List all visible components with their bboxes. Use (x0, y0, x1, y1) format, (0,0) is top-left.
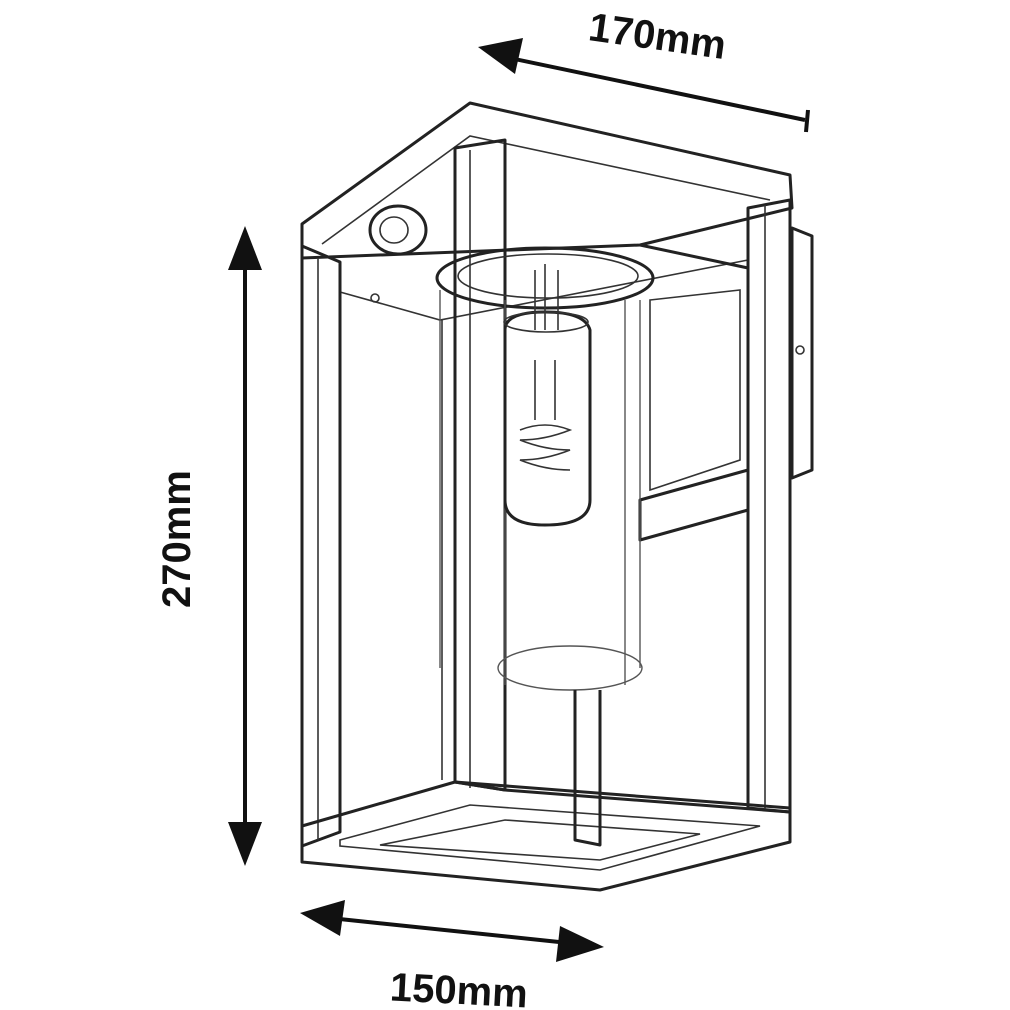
frame-post-center (453, 138, 507, 792)
glass-top-inner (457, 253, 639, 299)
bottom-frame-outer (300, 780, 792, 892)
mount-screw (795, 345, 805, 355)
height-arrow-head-bottom (228, 822, 262, 866)
width-arrow-line (329, 916, 579, 946)
width-dimension: 150mm (300, 900, 604, 1010)
bottom-frame-opening (379, 819, 701, 861)
wall-arm (638, 243, 750, 542)
bulb-shade (503, 310, 592, 527)
sensor-housing (368, 204, 428, 256)
glass-bottom-rim (497, 645, 643, 691)
width-arrow-head-left (300, 900, 345, 936)
bulb-filament (519, 360, 573, 471)
motion-sensor (368, 204, 428, 303)
depth-end-tick (804, 109, 810, 133)
sensor-screw (370, 293, 380, 303)
height-label: 270mm (155, 470, 199, 608)
bottom-frame-inner (339, 804, 761, 871)
wall-mount-plate (790, 226, 814, 480)
depth-arrow-head (478, 38, 523, 74)
width-arrow-head-right (556, 926, 604, 962)
frame-post-left-front (300, 244, 342, 848)
top-cap-underside (339, 210, 749, 321)
width-label: 150mm (389, 965, 529, 1010)
lamp-body (300, 101, 814, 892)
bulb-support-rod (573, 690, 602, 847)
depth-label: 170mm (586, 5, 729, 68)
top-cap-inner-edge (321, 135, 771, 245)
bulb-shade-top (503, 311, 589, 333)
frame-post-right (746, 198, 792, 814)
top-cap (300, 101, 794, 260)
bulb (503, 264, 592, 527)
height-arrow-head-top (228, 226, 262, 270)
lower-rail (454, 780, 791, 814)
height-dimension: 270mm (155, 226, 262, 866)
depth-arrow-line (504, 55, 806, 122)
depth-dimension: 170mm (478, 5, 810, 133)
sensor-lens (379, 216, 409, 244)
wall-arm-underside (649, 289, 741, 492)
